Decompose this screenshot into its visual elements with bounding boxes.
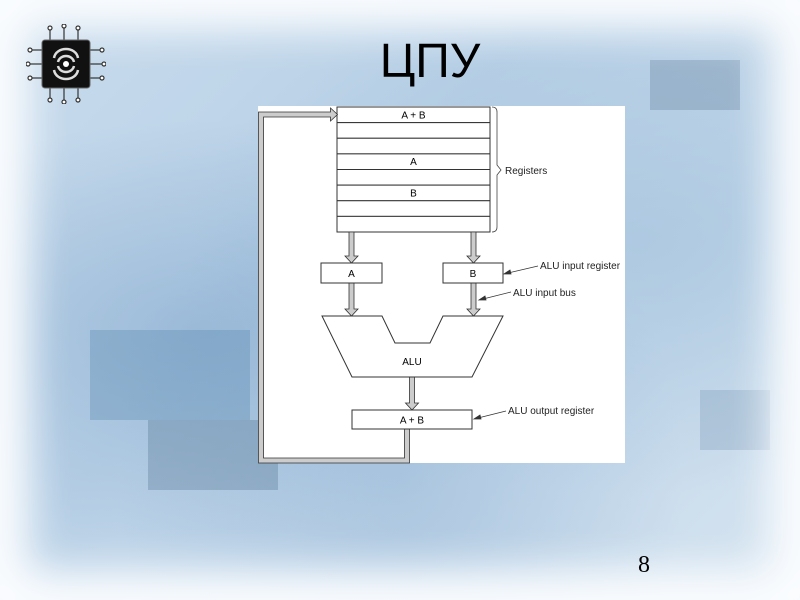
alu-output-register (351, 409, 473, 430)
alu-output-label: A + B (400, 416, 425, 427)
register-row (336, 122, 491, 139)
annotation-pointer (507, 265, 539, 274)
alu-input-bus-a (344, 282, 359, 317)
alu-input-b-label: B (470, 269, 477, 280)
page-number: 8 (638, 552, 650, 578)
alu-output-register-annotation: ALU output register (508, 406, 595, 417)
register-row-label: A (410, 157, 417, 168)
background-chip (90, 330, 250, 420)
annotation-pointer (477, 410, 507, 419)
registers-label: Registers (505, 166, 547, 177)
alu-input-bus-b (466, 282, 481, 317)
feedback-bus (258, 107, 410, 464)
background-chip (650, 60, 740, 110)
cpu-logo-icon (26, 24, 106, 104)
alu-shape (321, 315, 504, 378)
bus-arrow-a-down (344, 231, 359, 264)
register-row-label: A + B (401, 110, 426, 121)
annotation-arrowhead (477, 295, 487, 301)
register-row (336, 200, 491, 217)
register-row (336, 215, 491, 233)
annotation-arrowhead (472, 414, 482, 420)
alu-input-bus-annotation: ALU input bus (513, 288, 576, 299)
annotation-pointer (482, 291, 512, 300)
register-row (336, 169, 491, 186)
register-row (336, 137, 491, 155)
registers-brace (491, 106, 502, 233)
annotation-arrowhead (502, 269, 512, 275)
background-chip (700, 390, 770, 450)
alu-input-register-b (442, 262, 504, 284)
register-file: A + B A B (336, 106, 491, 233)
alu-input-register-annotation: ALU input register (540, 261, 621, 272)
background-chip (148, 420, 278, 490)
bus-arrow-b-down (466, 231, 481, 264)
alu-output-bus (404, 376, 420, 411)
alu-input-register-a (320, 262, 383, 284)
alu-input-a-label: A (348, 269, 355, 280)
alu-label: ALU (402, 357, 421, 368)
register-row-label: B (410, 188, 417, 199)
slide-title: ЦПУ (379, 35, 481, 88)
